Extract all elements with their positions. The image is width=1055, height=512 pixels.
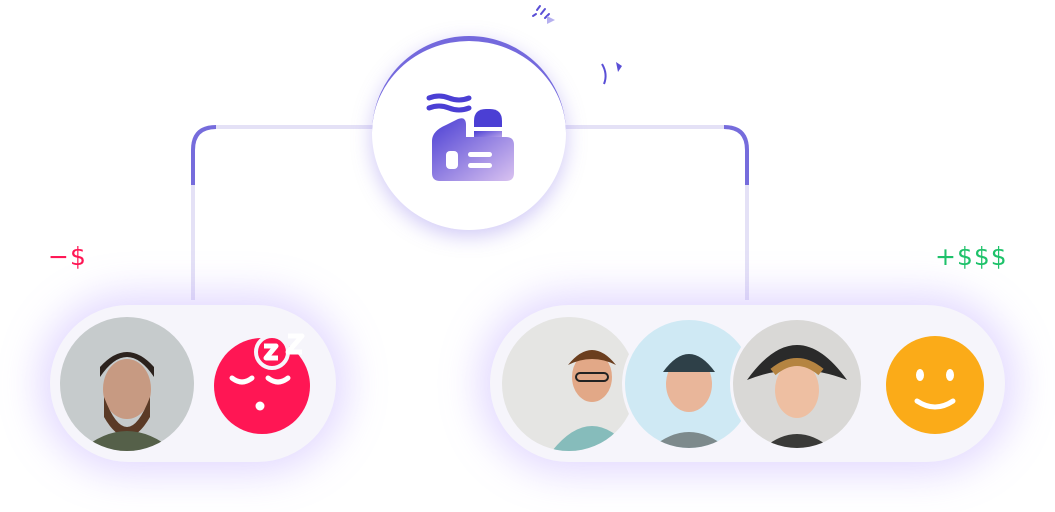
factory-icon (426, 93, 514, 181)
avatar-glasses-man (502, 317, 636, 451)
high-cost-label: +$$$ (935, 242, 1008, 271)
low-cost-group (50, 305, 336, 462)
sparkle-icon (601, 62, 622, 85)
avatar-bearded-man (60, 317, 194, 451)
sparkle-icon (532, 5, 555, 24)
sleeping-face-icon (214, 333, 310, 434)
low-cost-label: −$ (48, 242, 87, 271)
avatar-hat-man (730, 317, 864, 451)
avatar-cap-man (622, 317, 756, 451)
high-cost-group (490, 305, 1005, 462)
smiley-face-icon (886, 336, 984, 434)
center-node (372, 36, 566, 230)
